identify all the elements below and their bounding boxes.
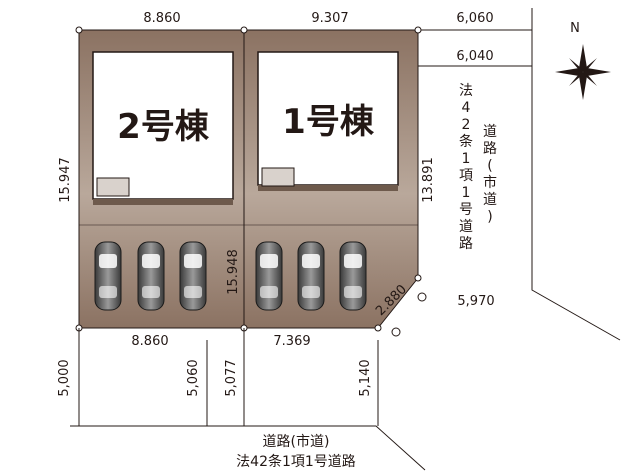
marker [391,327,401,337]
vertical-char: 項 [459,168,473,184]
parking-cars [94,241,367,311]
vertical-char: 2 [462,117,471,133]
vertical-char: 条 [459,133,473,150]
car [339,241,367,311]
south-road-boundary [70,425,426,471]
south-road-class: 法42条1項1号道路 [236,453,356,470]
car [137,241,165,311]
east-road-boundary [531,8,621,341]
lot-2-right-depth: 15.948 [226,249,241,295]
vertical-char: 路 [459,236,473,252]
lot-2-top-width: 8.860 [143,11,180,26]
vertical-char: 号 [459,202,473,218]
marker [374,324,382,332]
setback-north-upper: 6,060 [456,11,493,26]
marker [417,292,427,302]
compass-north-label: N [570,21,580,36]
lot-2-building-shadow [93,199,233,205]
vertical-char: 4 [462,100,471,116]
lot-2-entrance [96,177,130,197]
vertical-char: 道 [483,124,497,140]
vertical-char: 道 [459,219,473,235]
east-road-name: 道路(市道) [483,124,497,225]
setback-east-lower: 5,970 [457,294,494,309]
lot-2-building [92,51,234,200]
marker [240,26,248,34]
setback-south-d: 5,140 [358,359,373,396]
vertical-char: 市 [483,174,497,191]
lot-1-label: 1号棟 [282,102,375,142]
east-road-class: 法42条1項1号道路 [459,83,473,252]
lot-1-building [257,51,399,186]
setback-north-lower: 6,040 [456,49,493,64]
vertical-char: 1 [462,185,471,201]
setback-south-a: 5,000 [57,359,72,396]
vertical-char: 法 [459,83,473,99]
lot-2-left-depth: 15.947 [58,157,73,203]
car [179,241,207,311]
lot-2-bottom-width: 8.860 [131,334,168,349]
vertical-char: 路 [483,141,497,157]
marker [75,26,83,34]
vertical-char: ) [487,209,492,225]
car [255,241,283,311]
marker [414,26,422,34]
lot-1-bottom-width: 7.369 [273,334,310,349]
marker [414,274,422,282]
lot-1: 1号棟 [243,29,419,329]
vertical-char: 道 [483,192,497,208]
lot-1-right-depth: 13.891 [421,157,436,203]
vertical-char: 1 [462,151,471,167]
south-road-name: 道路(市道) [263,433,330,450]
lot-2-label: 2号棟 [117,107,210,147]
car [94,241,122,311]
car [297,241,325,311]
compass-icon: N [555,21,611,100]
lot-1-building-shadow [258,185,398,191]
setback-south-c: 5,077 [224,359,239,396]
vertical-char: ( [487,158,492,174]
lot-1-entrance [261,167,295,187]
setback-south-b: 5,060 [186,359,201,396]
lot-1-top-width: 9.307 [311,11,348,26]
